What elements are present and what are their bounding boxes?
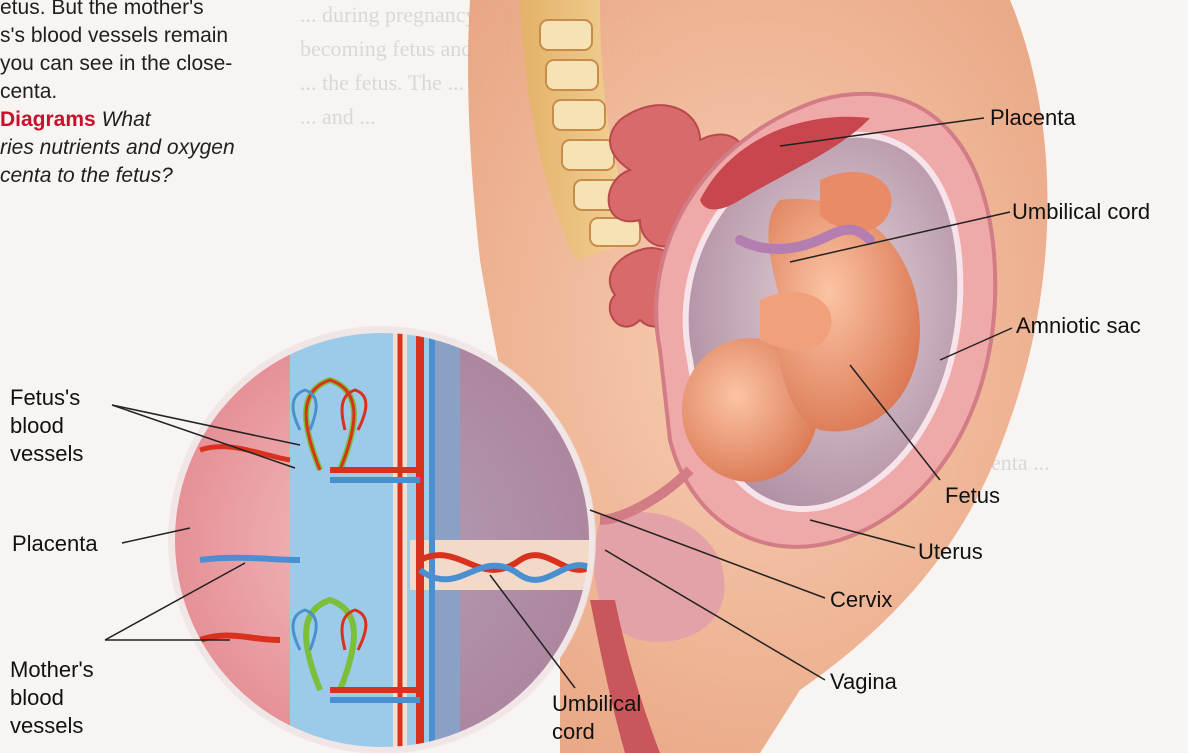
label-amniotic-sac: Amniotic sac [1016, 312, 1141, 340]
label-mothers-blood-vessels: Mother's blood vessels [10, 656, 94, 740]
diagrams-heading: Diagrams [0, 108, 96, 131]
label-fetus: Fetus [945, 482, 1000, 510]
label-line: Umbilical [552, 690, 641, 718]
label-umbilical-cord: Umbilical cord [1012, 198, 1150, 226]
question-line: Diagrams What [0, 106, 305, 134]
text-line: you can see in the close- [0, 50, 305, 78]
label-umbilical-cord-inset: Umbilical cord [552, 690, 641, 746]
label-line: vessels [10, 712, 94, 740]
label-line: cord [552, 718, 641, 746]
left-column-text: etus. But the mother's s's blood vessels… [0, 0, 305, 190]
question-text: What [102, 108, 151, 131]
label-cervix: Cervix [830, 586, 892, 614]
svg-text:... and ...: ... and ... [300, 104, 376, 129]
question-text: ries nutrients and oxygen [0, 134, 305, 162]
label-line: Mother's [10, 656, 94, 684]
label-placenta: Placenta [990, 104, 1076, 132]
label-line: blood [10, 684, 94, 712]
label-fetus-blood-vessels: Fetus's blood vessels [10, 384, 83, 468]
label-placenta-inset: Placenta [12, 530, 98, 558]
text-line: s's blood vessels remain [0, 22, 305, 50]
text-line: etus. But the mother's [0, 0, 305, 22]
label-vagina: Vagina [830, 668, 897, 696]
label-line: vessels [10, 440, 83, 468]
label-line: blood [10, 412, 83, 440]
label-line: Fetus's [10, 384, 83, 412]
question-text: centa to the fetus? [0, 162, 305, 190]
text-line: centa. [0, 78, 305, 106]
label-uterus: Uterus [918, 538, 983, 566]
